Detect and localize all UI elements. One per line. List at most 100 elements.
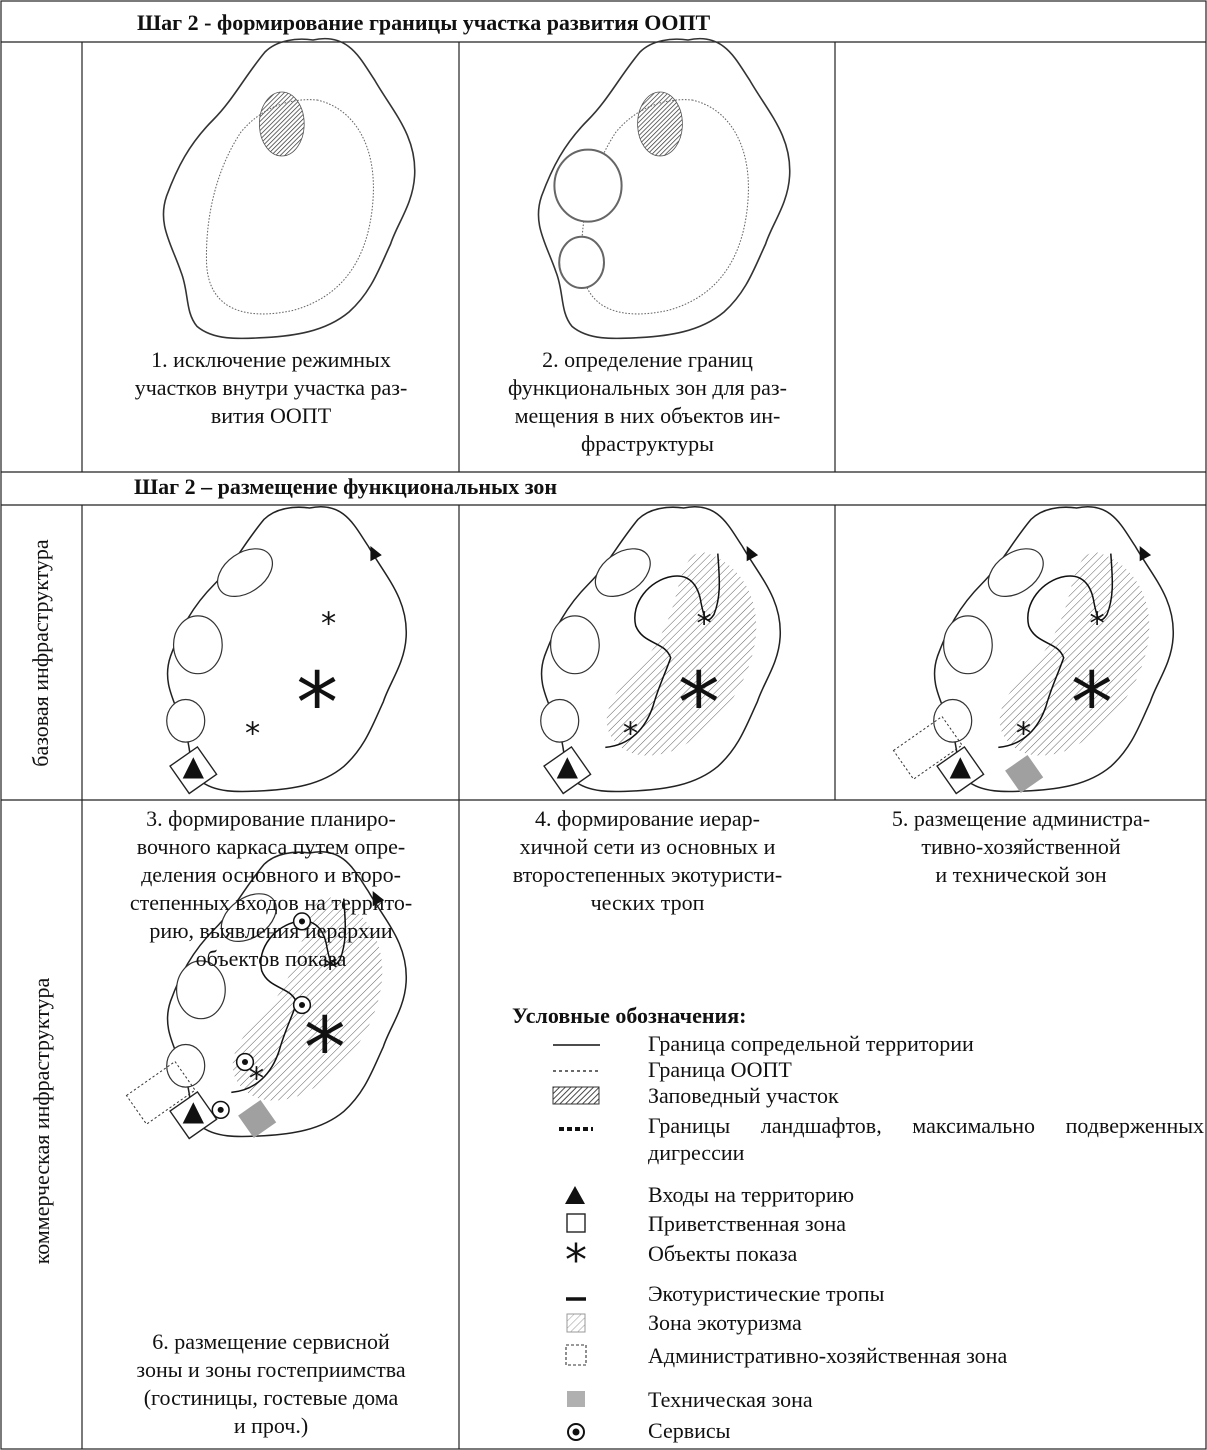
diagram-2 xyxy=(537,37,791,340)
legend-item: Граница ООПТ xyxy=(532,1056,1202,1083)
legend-label: Административно-хозяйственная зона xyxy=(648,1343,1008,1368)
attraction-asterisk: * xyxy=(1016,717,1031,752)
landscape-boundary xyxy=(540,698,580,743)
diagram-4: * * * xyxy=(540,505,782,795)
caption-4-line: ческих троп xyxy=(590,890,705,915)
entrance-triangle xyxy=(182,1102,204,1124)
square-outline-icon xyxy=(566,1213,586,1233)
landscape-boundary xyxy=(594,548,651,597)
legend-label: Зона экотуризма xyxy=(648,1310,802,1335)
landscape-boundary xyxy=(166,1043,206,1088)
caption-1-line: участков внутри участка раз- xyxy=(134,375,408,400)
landscape-boundary xyxy=(172,615,223,675)
attraction-asterisk: * xyxy=(697,606,712,641)
entrance-triangle xyxy=(182,757,204,779)
entrance-triangle xyxy=(372,891,385,907)
light-hatched-square-icon xyxy=(566,1313,586,1333)
attraction-asterisk: * xyxy=(1090,606,1105,641)
entrance-triangle xyxy=(746,546,759,562)
caption-3-line: рию, выявления иерархии xyxy=(149,918,393,943)
legend-item: Граница сопредельной территории xyxy=(532,1030,1202,1057)
caption-2-line: фраструктуры xyxy=(581,431,714,456)
legend-item: Сервисы xyxy=(532,1417,1202,1444)
legend-label: Граница ООПТ xyxy=(648,1057,792,1082)
triangle-icon xyxy=(565,1186,585,1204)
landscape-boundary xyxy=(942,615,993,675)
landscape-boundary xyxy=(987,548,1044,597)
legend-label: Объекты показа xyxy=(648,1241,798,1266)
landscape-boundary xyxy=(933,698,973,743)
caption-3-line: объектов показа xyxy=(195,946,347,971)
caption-6-line: (гостиницы, гостевые дома xyxy=(143,1385,399,1410)
legend-item: Техническая зона xyxy=(532,1386,1202,1413)
caption-3: 3. формирование планиро- вочного каркаса… xyxy=(84,805,458,973)
caption-5: 5. размещение администра- тивно-хозяйств… xyxy=(837,805,1205,889)
legend-label: Сервисы xyxy=(648,1418,731,1443)
diagram-5: * * * xyxy=(892,505,1175,795)
caption-3-line: степенных входов на террито- xyxy=(129,890,413,915)
attraction-asterisk: * xyxy=(249,1062,264,1097)
caption-5-line: и технической зон xyxy=(935,862,1107,887)
caption-3-line: вочного каркаса путем опре- xyxy=(136,834,406,859)
caption-5-line: тивно-хозяйственной xyxy=(921,834,1121,859)
legend-item: Экотуристические тропы xyxy=(532,1280,1202,1307)
entrance-triangle xyxy=(370,546,382,562)
reserve-area xyxy=(258,91,305,157)
caption-6: 6. размещение сервисной зоны и зоны гост… xyxy=(84,1328,458,1440)
legend-item: Объекты показа xyxy=(532,1240,1202,1267)
legend-label: Экотуристические тропы xyxy=(648,1281,885,1306)
caption-1-line: 1. исключение режимных xyxy=(151,347,391,372)
caption-3-line: деления основного и второ- xyxy=(141,862,401,887)
diagram-3: * * * xyxy=(166,505,408,795)
bullseye-icon-dot xyxy=(572,1428,580,1436)
caption-6-line: зоны и зоны гостеприимства xyxy=(136,1357,406,1382)
attraction-asterisk: * xyxy=(623,717,638,752)
caption-2-line: 2. определение границ xyxy=(542,347,753,372)
attraction-asterisk-main: * xyxy=(1071,654,1113,752)
legend-item: Заповедный участок xyxy=(532,1082,1202,1109)
landscape-boundary xyxy=(175,960,226,1020)
caption-5-line: 5. размещение администра- xyxy=(891,806,1151,831)
legend-item: Входы на территорию xyxy=(532,1181,1202,1208)
caption-3-line: 3. формирование планиро- xyxy=(146,806,396,831)
legend-item: Зона экотуризма xyxy=(532,1309,1202,1336)
reserve-area xyxy=(637,91,683,157)
attraction-asterisk-main: * xyxy=(678,654,720,752)
attraction-asterisk-main: * xyxy=(304,999,346,1097)
legend-label: Приветственная зона xyxy=(648,1211,846,1236)
diagram-6: * * * xyxy=(125,850,408,1140)
attraction-asterisk-main: * xyxy=(296,654,338,752)
caption-4-line: хичной сети из основных и xyxy=(519,834,776,859)
caption-2-line: мещения в них объектов ин- xyxy=(514,403,781,428)
caption-1-line: вития ООПТ xyxy=(210,403,332,428)
legend-label: Граница сопредельной территории xyxy=(648,1031,974,1056)
admin-zone xyxy=(892,715,963,780)
legend-symbols: * xyxy=(552,1044,600,1441)
legend-item: Границы ландшафтов, максимально подверже… xyxy=(532,1112,1204,1172)
legend-item: Административно-хозяйственная зона xyxy=(532,1342,1202,1369)
landscape-boundary xyxy=(549,615,600,675)
caption-1: 1. исключение режимных участков внутри у… xyxy=(84,346,458,430)
side-label-base: базовая инфраструктура xyxy=(28,539,53,767)
legend-label: Границы ландшафтов, максимально подверже… xyxy=(648,1113,1204,1165)
landscape-boundary xyxy=(166,698,206,743)
diagram-1 xyxy=(162,37,416,340)
oopt-boundary xyxy=(205,99,374,315)
attraction-asterisk: * xyxy=(323,951,338,986)
gray-square-icon xyxy=(567,1391,585,1407)
caption-4-line: 4. формирование иерар- xyxy=(535,806,760,831)
legend-label: Техническая зона xyxy=(648,1387,813,1412)
caption-6-line: и проч.) xyxy=(233,1413,309,1438)
landscape-boundary xyxy=(553,148,623,223)
legend-title: Условные обозначения: xyxy=(512,1003,747,1028)
header-step-boundary: Шаг 2 - формирование границы участка раз… xyxy=(137,10,711,35)
oopt-boundary xyxy=(580,99,749,315)
landscape-boundary xyxy=(217,548,273,597)
technical-zone xyxy=(1005,754,1044,794)
attraction-asterisk: * xyxy=(321,606,336,641)
caption-2: 2. определение границ функциональных зон… xyxy=(461,346,834,458)
entrance-triangle xyxy=(1139,546,1152,562)
service-markers xyxy=(211,912,312,1119)
